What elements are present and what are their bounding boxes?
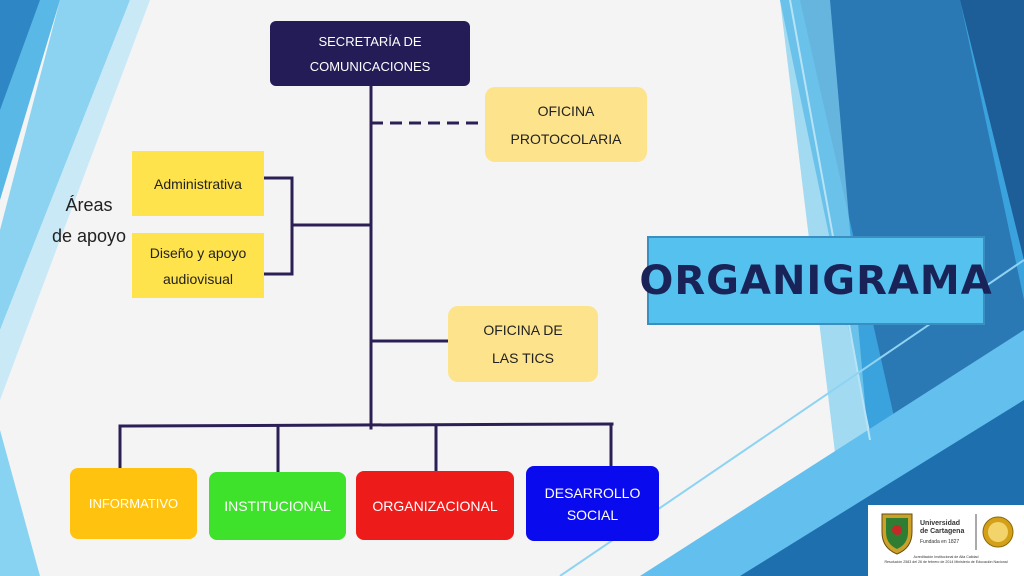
node-desarrollo-line1: DESARROLLO (544, 484, 641, 501)
node-institucional: INSTITUCIONAL (209, 472, 346, 540)
logo-name-line2: de Cartagena (920, 528, 965, 535)
logo-footer-line2: Resolución 2583 del 26 de febrero de 201… (884, 560, 1008, 564)
node-desarrollo-social: DESARROLLO SOCIAL (526, 466, 659, 541)
slide-title-box: ORGANIGRAMA (639, 236, 992, 325)
node-diseno-line1: Diseño y apoyo (149, 244, 247, 261)
logo-university-name: Universidad de Cartagena (920, 520, 964, 536)
node-tics-line2: LAS TICS (492, 350, 554, 366)
areas-de-apoyo-label: Áreas de apoyo (52, 190, 126, 252)
node-diseno-audiovisual: Diseño y apoyo audiovisual (132, 233, 264, 298)
node-administrativa-label: Administrativa (154, 175, 242, 192)
node-diseno-line2: audiovisual (162, 270, 234, 287)
node-tics-line1: OFICINA DE (483, 322, 563, 338)
node-administrativa: Administrativa (132, 151, 264, 216)
node-organizacional: ORGANIZACIONAL (356, 471, 514, 540)
logo-founded-text: Fundada en 1827 (920, 539, 960, 545)
slide-title: ORGANIGRAMA (639, 257, 993, 304)
side-label-line2: de apoyo (52, 226, 127, 246)
node-secretaria-line1: SECRETARÍA DE (318, 33, 422, 49)
node-desarrollo-line2: SOCIAL (566, 506, 619, 523)
logo-footer-line1: Acreditación Institucional de Alta Calid… (913, 555, 979, 559)
node-protocolaria-line2: PROTOCOLARIA (510, 130, 622, 147)
node-secretaria-line2: COMUNICACIONES (309, 58, 431, 74)
node-organizacional-label: ORGANIZACIONAL (372, 497, 498, 514)
node-secretaria: SECRETARÍA DE COMUNICACIONES (270, 21, 470, 86)
logo-founded: Fundada en 1827 (920, 538, 959, 546)
logo-name-line1: Universidad (920, 520, 961, 527)
side-label-line1: Áreas (65, 195, 113, 215)
node-protocolaria-line1: OFICINA (537, 102, 595, 119)
node-institucional-label: INSTITUCIONAL (224, 498, 331, 514)
node-oficina-protocolaria: OFICINA PROTOCOLARIA (485, 87, 647, 162)
university-logo (881, 513, 1014, 555)
node-oficina-tics: OFICINA DE LAS TICS (448, 306, 598, 382)
node-informativo: INFORMATIVO (70, 468, 197, 539)
logo-footer: Acreditación Institucional de Alta Calid… (870, 555, 1022, 565)
node-informativo-label: INFORMATIVO (88, 496, 179, 511)
